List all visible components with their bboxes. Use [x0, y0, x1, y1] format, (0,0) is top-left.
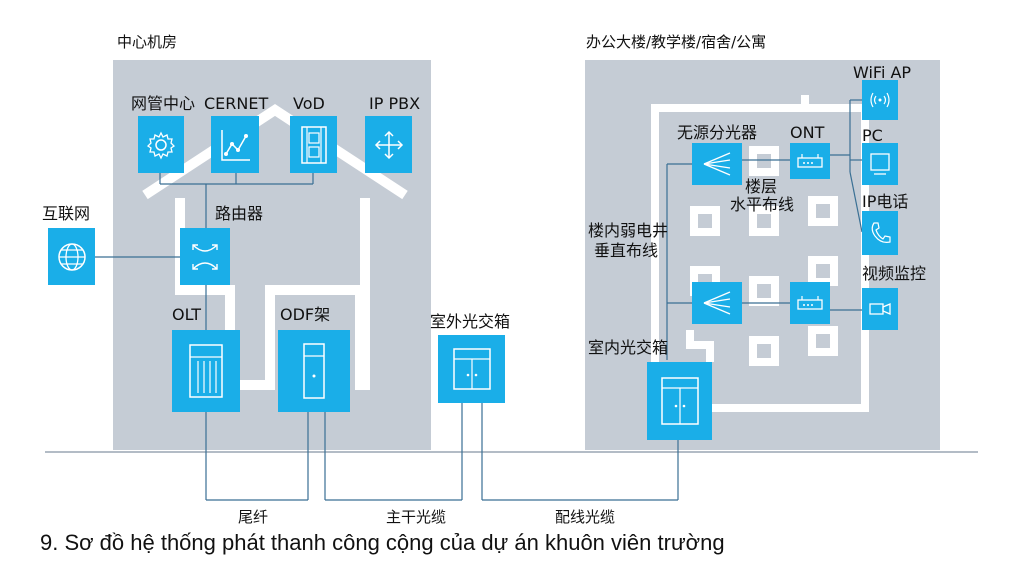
outdoor-cabinet-node[interactable] — [438, 335, 505, 403]
figure-caption: 9. Sơ đồ hệ thống phát thanh công cộng c… — [40, 530, 725, 555]
building-panel — [585, 60, 940, 450]
outdoor-cabinet-label: 室外光交箱 — [430, 312, 511, 331]
phone-icon — [871, 222, 891, 243]
cernet-label: CERNET — [204, 94, 269, 113]
ippbx-label: IP PBX — [369, 94, 421, 113]
monitor-icon — [870, 153, 890, 175]
olt-label: OLT — [172, 305, 202, 324]
ip-phone-label: IP电话 — [862, 192, 909, 211]
wifi-icon — [870, 92, 890, 108]
odf-node[interactable] — [278, 330, 350, 412]
ip-phone-node[interactable] — [862, 211, 898, 255]
splitter-icon — [703, 291, 731, 315]
vod-node[interactable] — [290, 116, 337, 173]
splitter-node-lower[interactable] — [692, 282, 742, 324]
internet-node[interactable] — [48, 228, 95, 285]
cabinet-icon — [452, 348, 491, 390]
pc-label: PC — [862, 126, 883, 145]
cabinet-icon — [660, 377, 699, 425]
floor-horizontal-label-1: 楼层 — [745, 177, 778, 196]
central-room-title: 中心机房 — [117, 33, 178, 51]
ont-node-lower[interactable] — [790, 282, 830, 324]
nms-node[interactable] — [138, 116, 184, 173]
splitter-icon — [703, 152, 731, 176]
video-surveillance-node[interactable] — [862, 288, 898, 330]
ippbx-node[interactable] — [365, 116, 412, 173]
cernet-node[interactable] — [211, 116, 259, 173]
splitter-label: 无源分光器 — [677, 123, 758, 142]
ont-node-upper[interactable] — [790, 143, 830, 179]
floor-horizontal-label-2: 水平布线 — [730, 195, 795, 214]
globe-icon — [57, 242, 86, 271]
pigtail-label: 尾纤 — [238, 508, 269, 526]
film-icon — [300, 125, 327, 164]
vertical-wiring-label-1: 楼内弱电井 — [588, 221, 669, 240]
indoor-cabinet-label: 室内光交箱 — [588, 338, 669, 357]
move-arrows-icon — [374, 130, 403, 159]
camera-icon — [869, 303, 891, 315]
router-label: 路由器 — [215, 204, 264, 223]
distribution-cable-label: 配线光缆 — [555, 508, 616, 526]
vod-label: VoD — [293, 94, 325, 113]
olt-node[interactable] — [172, 330, 240, 412]
odf-label: ODF架 — [280, 305, 331, 324]
video-surveillance-label: 视频监控 — [862, 264, 927, 283]
olt-rack-icon — [189, 344, 223, 398]
wifi-ap-label: WiFi AP — [853, 63, 912, 82]
gear-icon — [146, 131, 176, 159]
vertical-wiring-label-2: 垂直布线 — [594, 241, 659, 260]
wifi-ap-node[interactable] — [862, 80, 898, 120]
chart-line-icon — [221, 129, 250, 161]
internet-label: 互联网 — [42, 204, 91, 223]
ont-device-icon — [797, 296, 823, 310]
router-icon — [192, 243, 218, 270]
odf-rack-icon — [303, 343, 325, 399]
ont-device-icon — [797, 154, 823, 168]
nms-label: 网管中心 — [131, 94, 196, 113]
building-title: 办公大楼/教学楼/宿舍/公寓 — [586, 33, 767, 51]
ont-label: ONT — [790, 123, 825, 142]
trunk-cable-label: 主干光缆 — [386, 508, 447, 526]
router-node[interactable] — [180, 228, 230, 285]
indoor-cabinet-node[interactable] — [647, 362, 712, 440]
splitter-node-upper[interactable] — [692, 143, 742, 185]
pc-node[interactable] — [862, 143, 898, 185]
